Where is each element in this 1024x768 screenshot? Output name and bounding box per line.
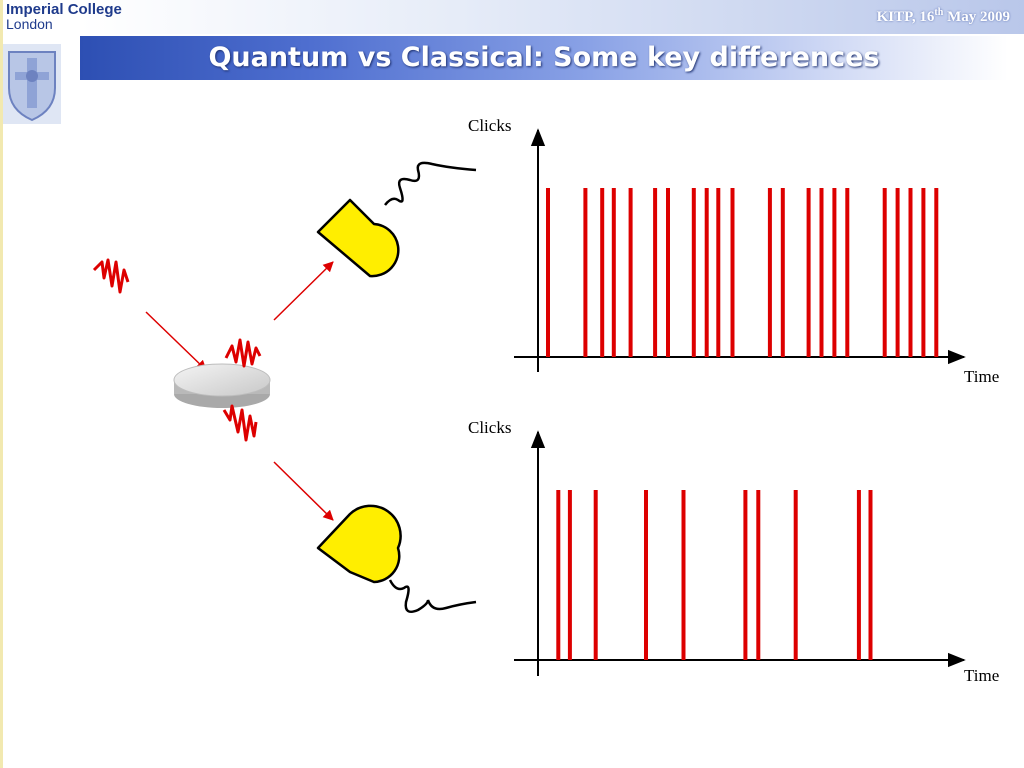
logo-line-2: London (6, 16, 53, 32)
left-margin-rule (0, 0, 3, 768)
bottom-click-bar-5 (681, 490, 686, 660)
top-click-bar-17 (845, 188, 850, 357)
top-click-bar-18 (882, 188, 887, 357)
incoming-arrow (145, 311, 207, 371)
top-click-bar-15 (819, 188, 824, 357)
top-click-bar-8 (691, 188, 696, 357)
bottom-click-bar-3 (593, 490, 598, 660)
bottom-click-graph: Clicks Time (468, 418, 999, 685)
top-click-bar-6 (653, 188, 658, 357)
top-click-bar-13 (780, 188, 785, 357)
top-click-bar-2 (583, 188, 588, 357)
top-x-axis-label: Time (964, 367, 999, 386)
upper-path-arrow (273, 261, 334, 321)
top-click-graph: Clicks Time (468, 116, 999, 386)
bottom-x-axis-label: Time (964, 666, 999, 685)
top-click-bar-14 (806, 188, 811, 357)
lower-path-arrow (273, 461, 334, 521)
top-click-bar-3 (600, 188, 605, 357)
institution-logo: Imperial College London (6, 2, 126, 32)
top-click-bar-4 (611, 188, 616, 357)
top-click-bar-5 (628, 188, 633, 357)
top-click-bar-21 (921, 188, 926, 357)
top-click-bar-1 (546, 188, 550, 357)
top-click-bar-7 (666, 188, 670, 357)
top-y-axis-label: Clicks (468, 116, 511, 135)
beam-splitter-icon (173, 363, 271, 408)
bottom-click-bar-8 (793, 490, 798, 660)
bottom-click-bar-1 (556, 490, 561, 660)
bottom-click-bar-2 (567, 490, 572, 660)
top-click-bar-19 (895, 188, 900, 357)
conference-date: KITP, 16th May 2009 (876, 7, 1010, 25)
bottom-click-bar-9 (856, 490, 861, 660)
lower-detector-icon (316, 504, 477, 613)
top-click-bar-12 (767, 188, 772, 357)
top-click-bar-11 (730, 188, 735, 357)
incoming-photon-icon (92, 258, 130, 294)
title-band (80, 36, 1008, 80)
bottom-click-bar-4 (644, 490, 648, 660)
page-title: Quantum vs Classical: Some key differenc… (208, 42, 880, 73)
reflected-photon-icon (224, 338, 262, 368)
college-crest-icon (3, 44, 61, 124)
top-click-bar-20 (908, 188, 913, 357)
upper-detector-icon (316, 161, 477, 278)
top-click-bar-16 (832, 188, 837, 357)
header-band (80, 0, 1024, 34)
top-click-bar-22 (934, 188, 939, 357)
bottom-click-bar-10 (868, 490, 873, 660)
top-click-bar-10 (716, 188, 721, 357)
bottom-y-axis-label: Clicks (468, 418, 511, 437)
transmitted-photon-icon (222, 404, 258, 442)
bottom-click-bar-6 (743, 490, 748, 660)
logo-line-1: Imperial College (6, 1, 122, 18)
top-click-bar-9 (704, 188, 709, 357)
bottom-click-bar-7 (756, 490, 761, 660)
